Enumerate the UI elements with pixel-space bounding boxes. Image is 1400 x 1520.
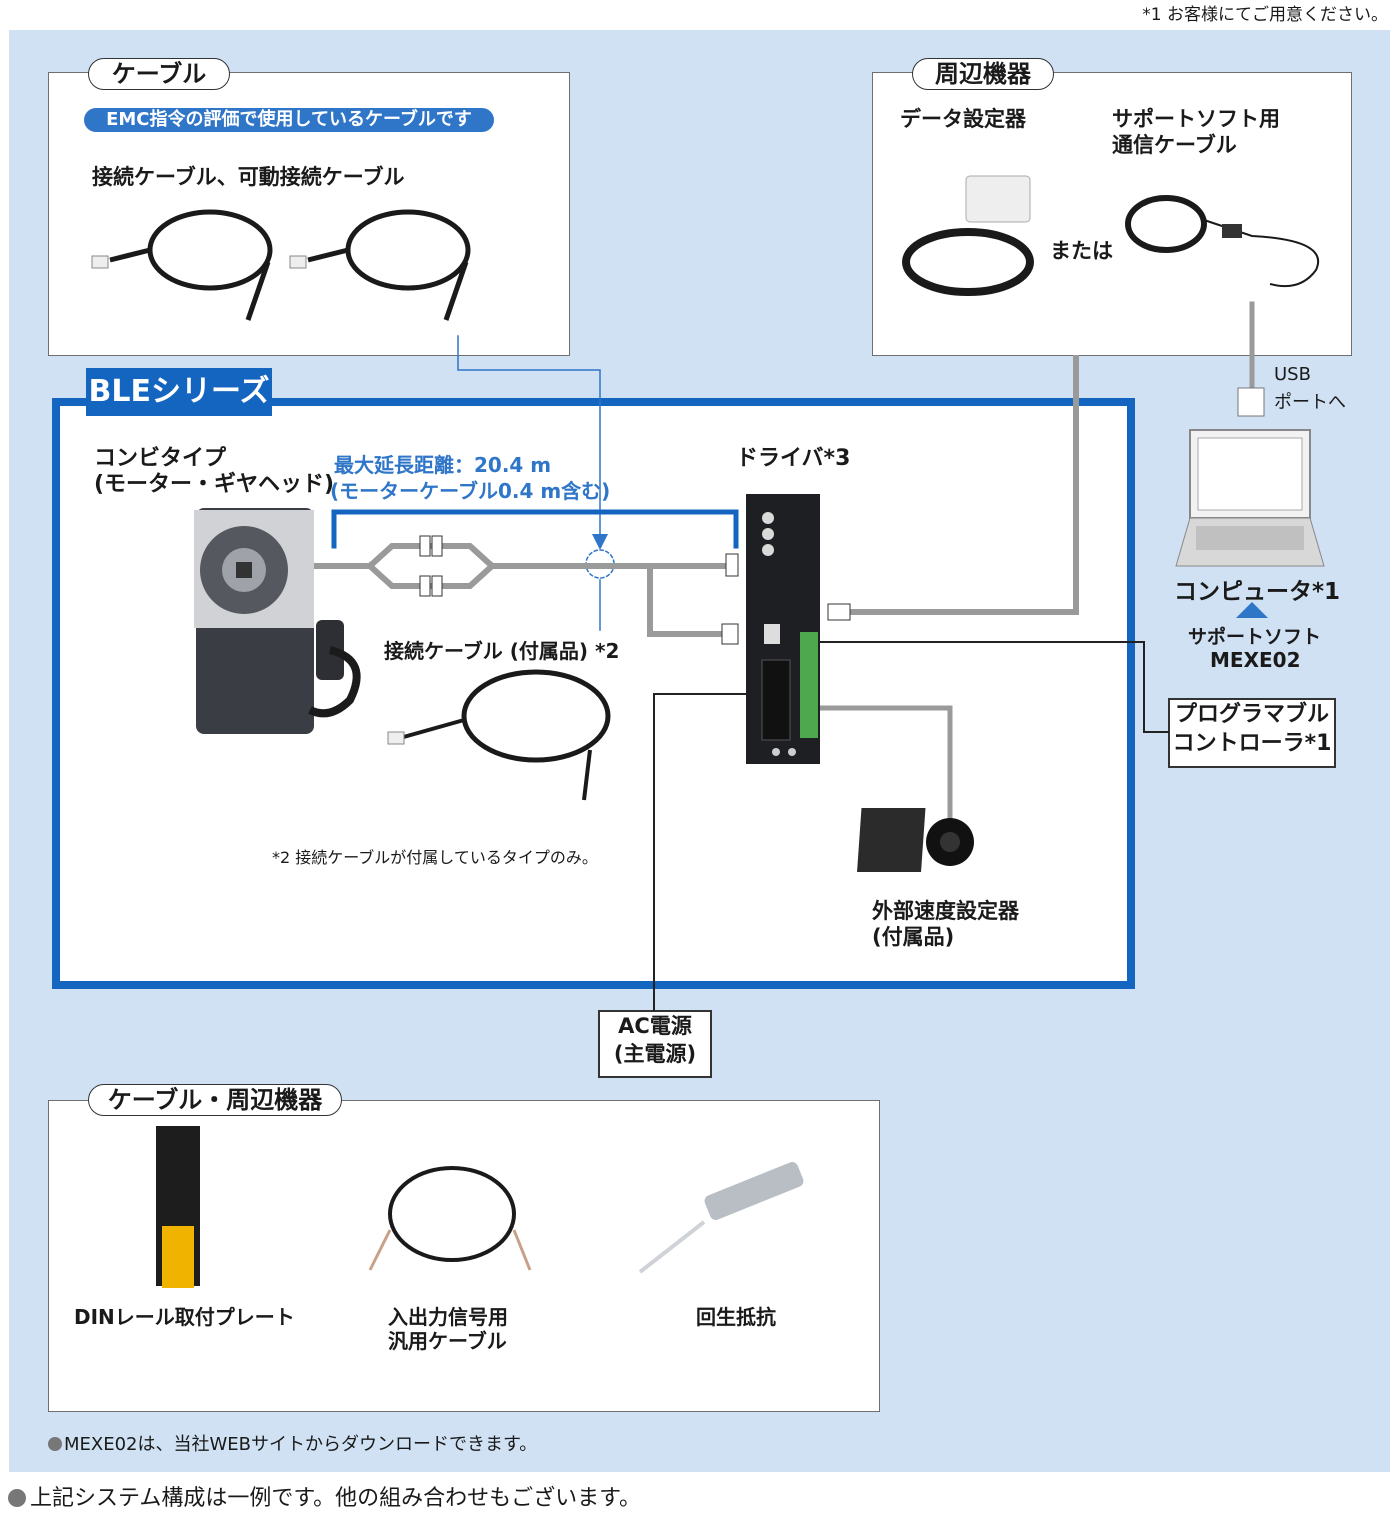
support-cable-illustration <box>1125 195 1207 253</box>
note-2: *2 接続ケーブルが付属しているタイプのみ。 <box>272 848 598 867</box>
support-soft-label: サポートソフト <box>1188 626 1322 648</box>
speed-setter-illustration <box>857 808 974 872</box>
bullet-icon <box>8 1489 26 1507</box>
computer-label: コンピュータ*1 <box>1174 579 1341 605</box>
bullet-icon <box>48 1437 62 1451</box>
din-rail-label: DINレール取付プレート <box>74 1305 295 1329</box>
support-cable-label-2: 通信ケーブル <box>1112 133 1237 157</box>
data-setter-label: データ設定器 <box>900 107 1026 131</box>
cable-label: 接続ケーブル、可動接続ケーブル <box>92 165 405 189</box>
max-extension-label-2: (モーターケーブル0.4 m含む) <box>330 479 611 503</box>
speed-setter-label-2: (付属品) <box>872 925 955 949</box>
motor-label-1: コンビタイプ <box>94 446 227 471</box>
ac-power-line <box>653 693 753 1011</box>
cable-panel-title: ケーブル <box>88 58 230 90</box>
regen-resistor-label: 回生抵抗 <box>696 1305 776 1329</box>
footnote-top: *1 お客様にてご用意ください。 <box>1142 5 1388 25</box>
io-cable-label-2: 汎用ケーブル <box>388 1329 507 1353</box>
motor-cable <box>313 543 729 569</box>
support-cable-label-1: サポートソフト用 <box>1112 107 1280 131</box>
mexe02-label: MEXE02 <box>1210 648 1301 672</box>
accessories-panel-title: ケーブル・周辺機器 <box>88 1084 342 1116</box>
cable-link-line <box>457 335 601 541</box>
peripheral-panel <box>872 72 1352 356</box>
motor-cable-branch <box>647 563 729 637</box>
cable-link-arrow <box>592 534 608 550</box>
plc-box: プログラマブル コントローラ*1 <box>1168 698 1336 768</box>
ac-power-label-1: AC電源 <box>618 1014 692 1038</box>
speed-setter-line <box>815 705 953 823</box>
connection-cable-coil <box>461 669 611 763</box>
plc-line <box>817 641 1169 733</box>
usb-label-2: ポートへ <box>1274 392 1346 413</box>
motor-illustration <box>194 508 361 734</box>
cable-coils <box>109 209 471 321</box>
note-system: 上記システム構成は一例です。他の組み合わせもございます。 <box>8 1480 641 1512</box>
motor-label-2: (モーター・ギヤヘッド) <box>94 472 335 497</box>
note-mexe02: MEXE02は、当社WEBサイトからダウンロードできます。 <box>48 1430 537 1456</box>
ac-power-label-2: (主電源) <box>613 1042 697 1066</box>
usb-label-1: USB <box>1274 364 1311 385</box>
speed-setter-label-1: 外部速度設定器 <box>872 899 1019 923</box>
io-cable-label-1: 入出力信号用 <box>388 1305 508 1329</box>
io-cable-illustration <box>388 1166 516 1262</box>
driver-label: ドライバ*3 <box>736 446 851 471</box>
computer-illustration <box>1175 387 1325 567</box>
regen-resistor-illustration <box>704 1162 804 1220</box>
max-length-bracket <box>331 509 739 549</box>
plc-label-2: コントローラ*1 <box>1172 731 1332 756</box>
up-arrow-icon <box>1236 602 1268 618</box>
data-setter-illustration <box>965 175 1031 223</box>
max-extension-label-1: 最大延長距離：20.4 m <box>334 453 552 477</box>
connection-cable-label: 接続ケーブル (付属品) *2 <box>384 639 620 663</box>
data-setter-line <box>843 355 1079 615</box>
emc-note-badge: EMC指令の評価で使用しているケーブルです <box>84 108 494 132</box>
plc-label-1: プログラマブル <box>1174 702 1329 727</box>
peripheral-panel-title: 周辺機器 <box>912 58 1054 90</box>
or-label: または <box>1050 239 1113 263</box>
driver-illustration <box>746 494 820 764</box>
ble-series-tab: BLEシリーズ <box>86 368 272 416</box>
